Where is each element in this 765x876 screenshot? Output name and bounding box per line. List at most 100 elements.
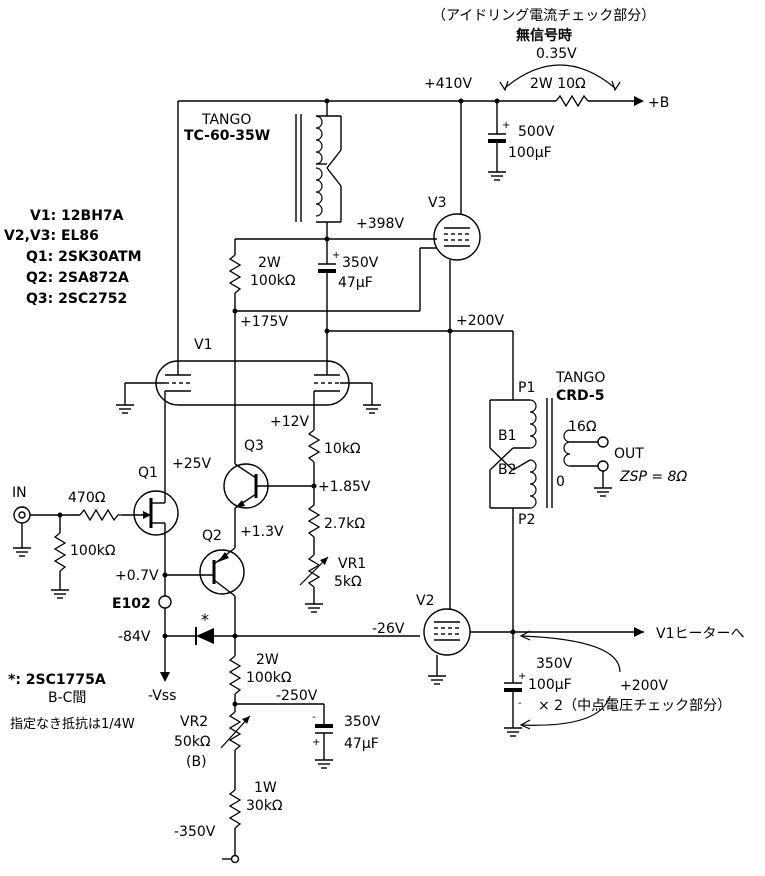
cap-plate-neg [315, 724, 333, 728]
b1-label: B1 [498, 428, 517, 444]
r100k-top-power: 2W [258, 255, 281, 271]
resistor-100k-2w-top [228, 254, 242, 294]
cap-mid-voltage: 350V [536, 656, 573, 672]
diode-note-sub: B-C間 [48, 690, 86, 706]
out-label: OUT [614, 446, 644, 462]
v175-label: +175V [240, 314, 288, 330]
junction-dot [162, 572, 168, 578]
vr1-label: VR1 [338, 556, 366, 572]
plus-sign: + [312, 737, 320, 748]
diode-icon [196, 628, 214, 644]
v13-label: +1.3V [240, 524, 284, 540]
mid-check-arc [521, 635, 621, 673]
diode-note: *: 2SC1775A [8, 672, 106, 688]
wire [326, 149, 342, 169]
ground-icon [488, 171, 506, 181]
q1-label: Q1 [138, 465, 158, 481]
e102-crd-icon [158, 595, 172, 609]
q2-transistor-icon [199, 549, 245, 595]
q3-emitter-arrow-icon [235, 500, 245, 508]
mid-v200-label: +200V [620, 678, 668, 694]
v07-label: +0.7V [115, 568, 159, 584]
v398-label: +398V [356, 216, 404, 232]
heater-arrow-icon [634, 627, 644, 637]
wire [326, 167, 342, 187]
ground-icon [428, 675, 446, 685]
no-signal-label: 無信号時 [516, 27, 572, 44]
p2-label: P2 [518, 512, 535, 528]
e102-label: E102 [112, 596, 151, 612]
v2-tube-icon [423, 608, 471, 656]
r100k-top-value: 100kΩ [250, 273, 296, 289]
cap398-value: 47μF [338, 275, 373, 291]
vss-arrow-icon [160, 672, 170, 682]
diode-asterisk: * [201, 610, 209, 629]
output-xfmr-brand: TANGO [555, 370, 605, 386]
ground-icon [594, 487, 612, 497]
vr1-arrowhead-icon [320, 557, 328, 565]
cap250-value: 47μF [344, 736, 379, 752]
out-terminal-ground[interactable] [597, 460, 609, 472]
q3-label: Q3 [244, 438, 264, 454]
q2-emitter-arrow-icon [218, 552, 229, 562]
idle-arrow-right [611, 80, 621, 92]
vr2-value: 50kΩ [174, 734, 211, 750]
input-jack-pin [18, 511, 26, 519]
vr2-arrowhead-icon [242, 716, 250, 724]
out-terminal-hot[interactable] [597, 436, 609, 448]
junction-dot [324, 328, 330, 334]
v2-label: V2 [416, 593, 434, 609]
idle-measure-arc [504, 64, 616, 89]
v410-label: +410V [424, 76, 472, 92]
cap-top-voltage: 500V [518, 124, 555, 140]
r30k-power: 1W [254, 780, 277, 796]
vr1-resistor [307, 554, 321, 588]
v12-label: +12V [270, 414, 310, 430]
b-plus-arrow-icon [634, 96, 644, 106]
idle-check-caption: （アイドリング電流チェック部分） [432, 8, 655, 24]
tube-q3: Q3: 2SC2752 [26, 291, 127, 307]
tap16-label: 16Ω [568, 419, 597, 435]
q1-gate-arrow-icon [143, 511, 151, 519]
vss-label: -Vss [148, 688, 176, 704]
mid-arrow-bottom [519, 719, 531, 730]
power-xfmr-brand: TANGO [201, 112, 251, 128]
plus-sign: + [518, 671, 526, 682]
b2-label: B2 [498, 462, 517, 478]
ground-icon [504, 727, 522, 737]
cap-top-value: 100μF [508, 145, 552, 161]
mid-check-arc2 [521, 695, 611, 726]
resistor-30k-1w [228, 789, 242, 829]
neg-supply-terminal[interactable] [230, 854, 240, 864]
r-10ohm-label: 2W 10Ω [530, 76, 586, 92]
q3-collector [234, 463, 257, 479]
vr1-value: 5kΩ [334, 574, 362, 590]
resistor-2k7 [307, 504, 321, 538]
mid-arrow-top [519, 630, 531, 641]
p1-label: P1 [518, 380, 535, 396]
vr2-resistor [228, 711, 242, 751]
v-84-label: -84V [118, 629, 151, 645]
r30k-value: 30kΩ [246, 798, 283, 814]
r100k-bot-value: 100kΩ [246, 670, 292, 686]
power-xfmr-model: TC-60-35W [184, 128, 270, 144]
ground-icon [315, 759, 333, 769]
ground-icon [363, 404, 381, 414]
input-jack-icon[interactable] [13, 506, 31, 524]
cap-plate-neg [318, 269, 336, 273]
resistor-100k-input [53, 532, 67, 572]
tube-q1: Q1: 2SK30ATM [26, 249, 142, 265]
cap-plate-neg [488, 139, 506, 143]
ground-icon [13, 547, 31, 557]
v1-label: V1 [194, 337, 212, 353]
zsp-label: ZSP = 8Ω [619, 469, 687, 485]
r470-label: 470Ω [68, 490, 106, 506]
r100k-in-label: 100kΩ [70, 543, 116, 559]
v185-label: +1.85V [318, 479, 371, 495]
plus-sign: + [332, 250, 340, 261]
cap-mid-count: × 2（中点電圧チェック部分） [538, 698, 731, 714]
ground-icon [51, 589, 69, 599]
in-label: IN [12, 485, 27, 501]
r100k-bot-power: 2W [256, 652, 279, 668]
